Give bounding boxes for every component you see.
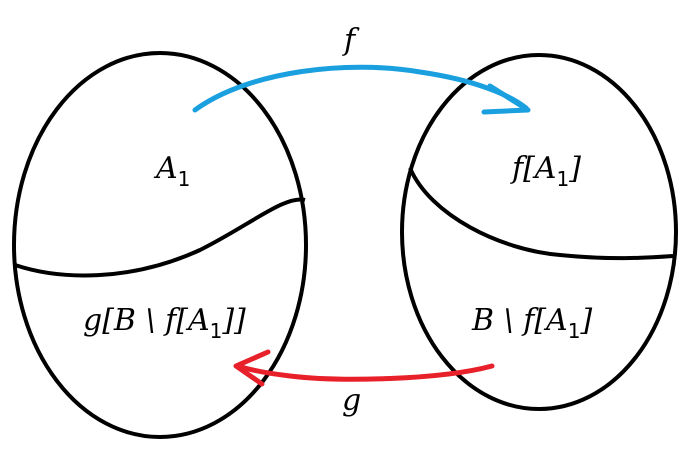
label-f-of-a1: f[A1] [510,151,581,191]
label-f-of-a1-suffix: ] [568,151,581,186]
left-set-ellipse [12,51,308,439]
label-a1: A1 [153,151,190,191]
label-g-of-complement-prefix: g[B \ f[A [83,303,210,338]
label-complement-sub: 1 [568,319,581,343]
right-set-divider [408,167,674,261]
label-g-of-complement: g[B \ f[A1]] [83,303,246,343]
label-complement-suffix: ] [579,303,592,338]
label-f-of-a1-sub: 1 [556,167,569,191]
label-f: f [342,23,360,58]
label-complement-prefix: B \ f[A [471,303,568,338]
label-g: g [342,383,361,418]
right-set-ellipse [400,53,678,411]
left-set-divider [14,197,306,278]
label-g-of-complement-sub: 1 [210,319,223,343]
label-a1-main: A [153,151,178,186]
label-f-of-a1-prefix: f[A [510,151,556,186]
arrow-g [235,363,495,382]
label-complement: B \ f[A1] [471,303,592,343]
arrow-f-head [481,83,531,115]
arrow-g-head [233,349,271,387]
label-g-of-complement-suffix: ]] [221,303,246,338]
label-a1-sub: 1 [178,167,191,191]
